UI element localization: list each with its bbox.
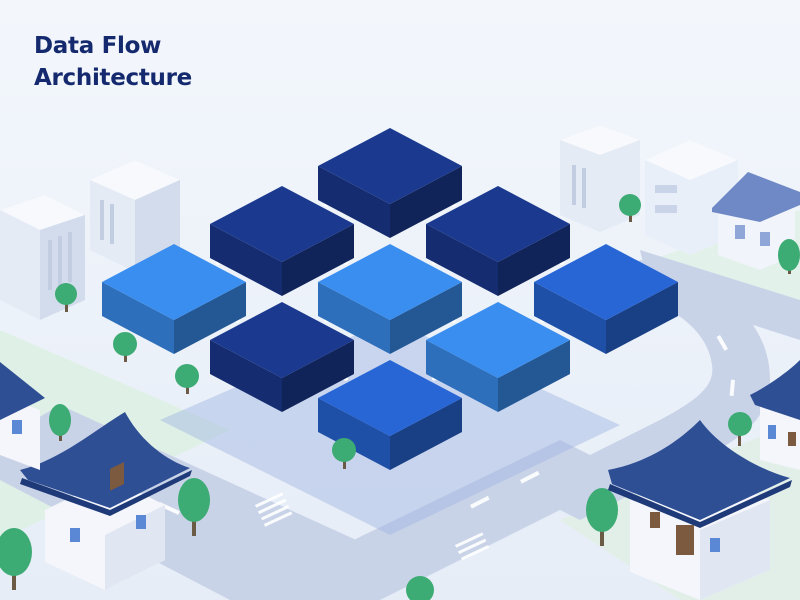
traditional-house-right <box>608 420 792 600</box>
trees <box>0 194 800 600</box>
data-block <box>210 302 354 412</box>
title-line-2: Architecture <box>34 65 192 91</box>
tree-icon <box>778 239 800 274</box>
tree-icon <box>175 364 199 394</box>
tree-icon <box>178 478 210 536</box>
office-building-left-2 <box>90 160 180 272</box>
data-block <box>102 244 246 354</box>
traditional-house-left <box>20 412 192 590</box>
traditional-house-left-edge <box>0 362 45 470</box>
data-block <box>426 302 570 412</box>
tree-icon <box>113 332 137 362</box>
data-block <box>426 186 570 296</box>
house-right-top <box>712 172 800 270</box>
office-building-right-2 <box>645 140 738 255</box>
tree-icon <box>332 438 356 469</box>
page-title: Data Flow Architecture <box>34 30 192 94</box>
tree-icon <box>619 194 641 222</box>
tree-icon <box>0 528 32 590</box>
data-block <box>210 186 354 296</box>
title-line-1: Data Flow <box>34 33 162 59</box>
tree-icon <box>49 404 71 441</box>
data-block <box>318 360 462 470</box>
tree-icon <box>728 412 752 446</box>
data-block <box>534 244 678 354</box>
tree-icon <box>586 488 618 546</box>
data-block <box>318 244 462 354</box>
data-block <box>318 128 462 238</box>
office-building-right <box>560 125 640 232</box>
traditional-house-right-edge <box>750 360 800 470</box>
data-block-grid <box>102 128 678 470</box>
tree-icon <box>406 576 434 600</box>
tree-icon <box>55 283 77 312</box>
